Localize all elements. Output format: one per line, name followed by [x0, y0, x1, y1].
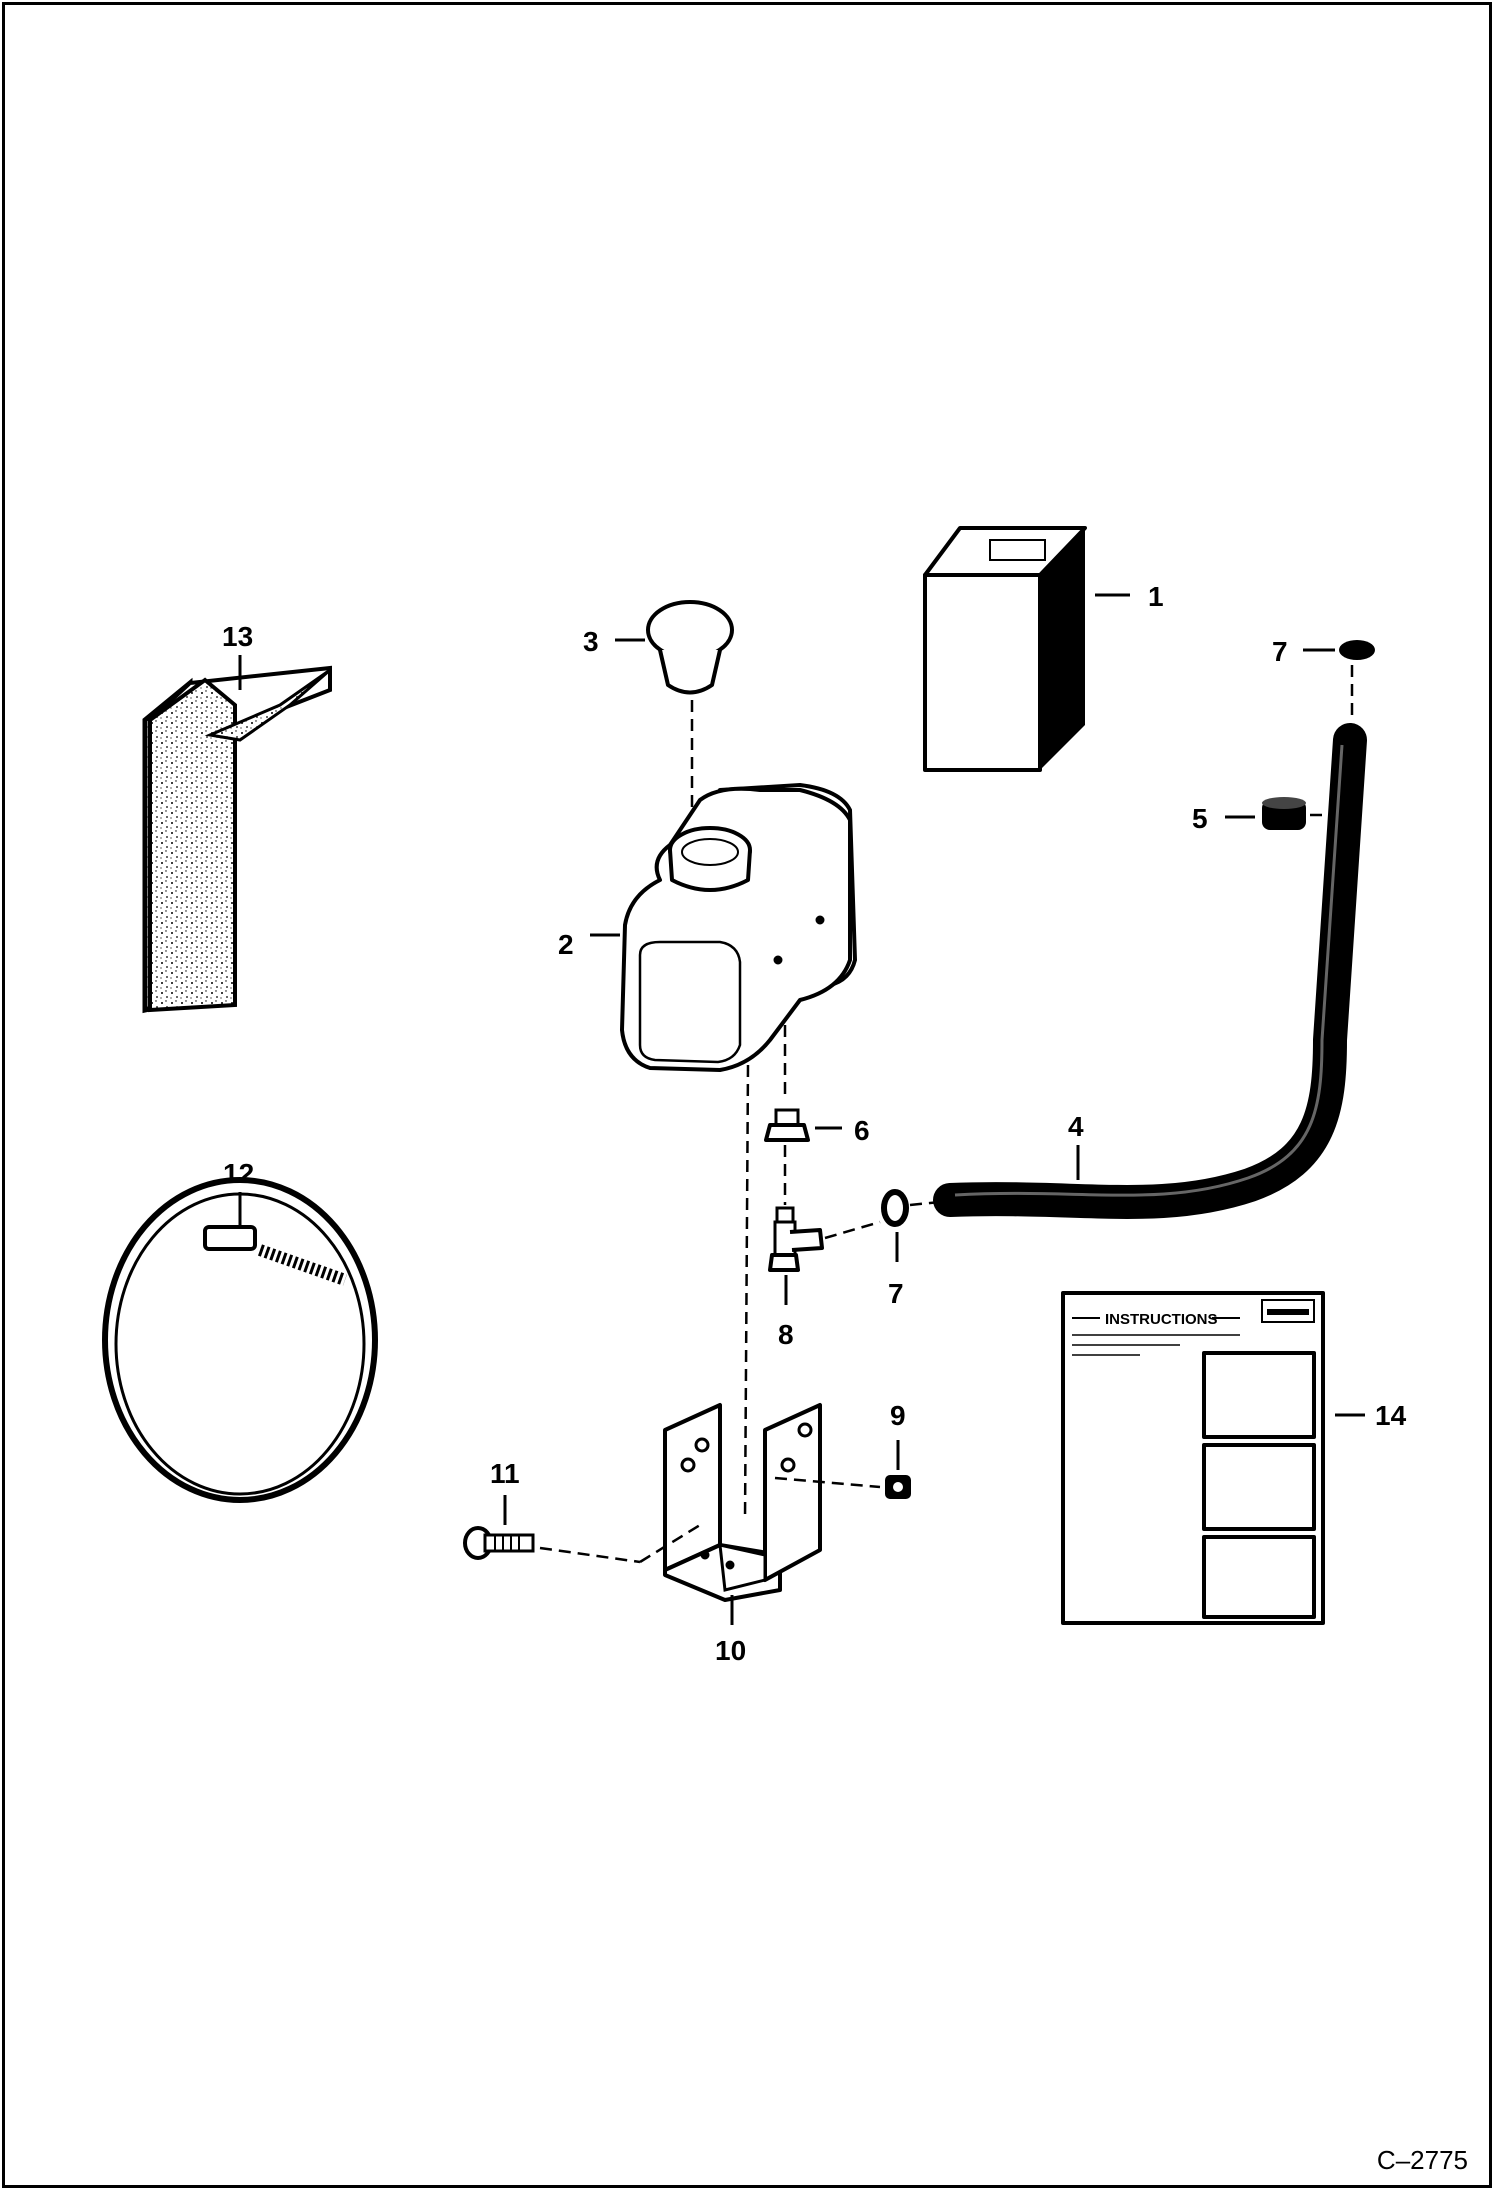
callout-2: 2: [558, 929, 574, 960]
part-7-plug-top: [1303, 640, 1375, 720]
callout-8: 8: [778, 1319, 794, 1350]
part-13-pad: [142, 655, 332, 1014]
part-7-washer: [881, 1189, 941, 1262]
callout-9: 9: [890, 1400, 906, 1431]
part-14-instruction-sheet: INSTRUCTIONS: [1061, 1291, 1365, 1625]
part-4-hose: [933, 723, 1367, 1219]
part-8-elbow: [768, 1206, 881, 1305]
part-11-bolt: [463, 1495, 701, 1564]
callout-14: 14: [1375, 1400, 1407, 1431]
part-12-clamp: [102, 1177, 378, 1503]
callout-5: 5: [1192, 803, 1208, 834]
part-5-grommet: [1225, 797, 1340, 830]
callout-10: 10: [715, 1635, 746, 1666]
callout-11: 11: [490, 1458, 520, 1489]
part-9-nut: [774, 1440, 911, 1499]
callout-12: 12: [223, 1158, 254, 1189]
figure-id: C–2775: [1376, 2145, 1468, 2175]
callout-6: 6: [854, 1115, 870, 1146]
part-10-bracket: [663, 1403, 822, 1625]
callout-3: 3: [583, 626, 599, 657]
part-2-tank: [590, 783, 857, 1521]
part-3-cap: [615, 600, 734, 835]
callout-7-lower: 7: [888, 1278, 904, 1309]
instructions-title: INSTRUCTIONS: [1105, 1311, 1218, 1328]
callout-1: 1: [1148, 581, 1164, 612]
part-6-fitting: [764, 1108, 842, 1205]
callout-13: 13: [222, 621, 253, 652]
callout-4: 4: [1068, 1111, 1084, 1142]
callout-7-top: 7: [1272, 636, 1288, 667]
part-1-box: [923, 526, 1130, 772]
